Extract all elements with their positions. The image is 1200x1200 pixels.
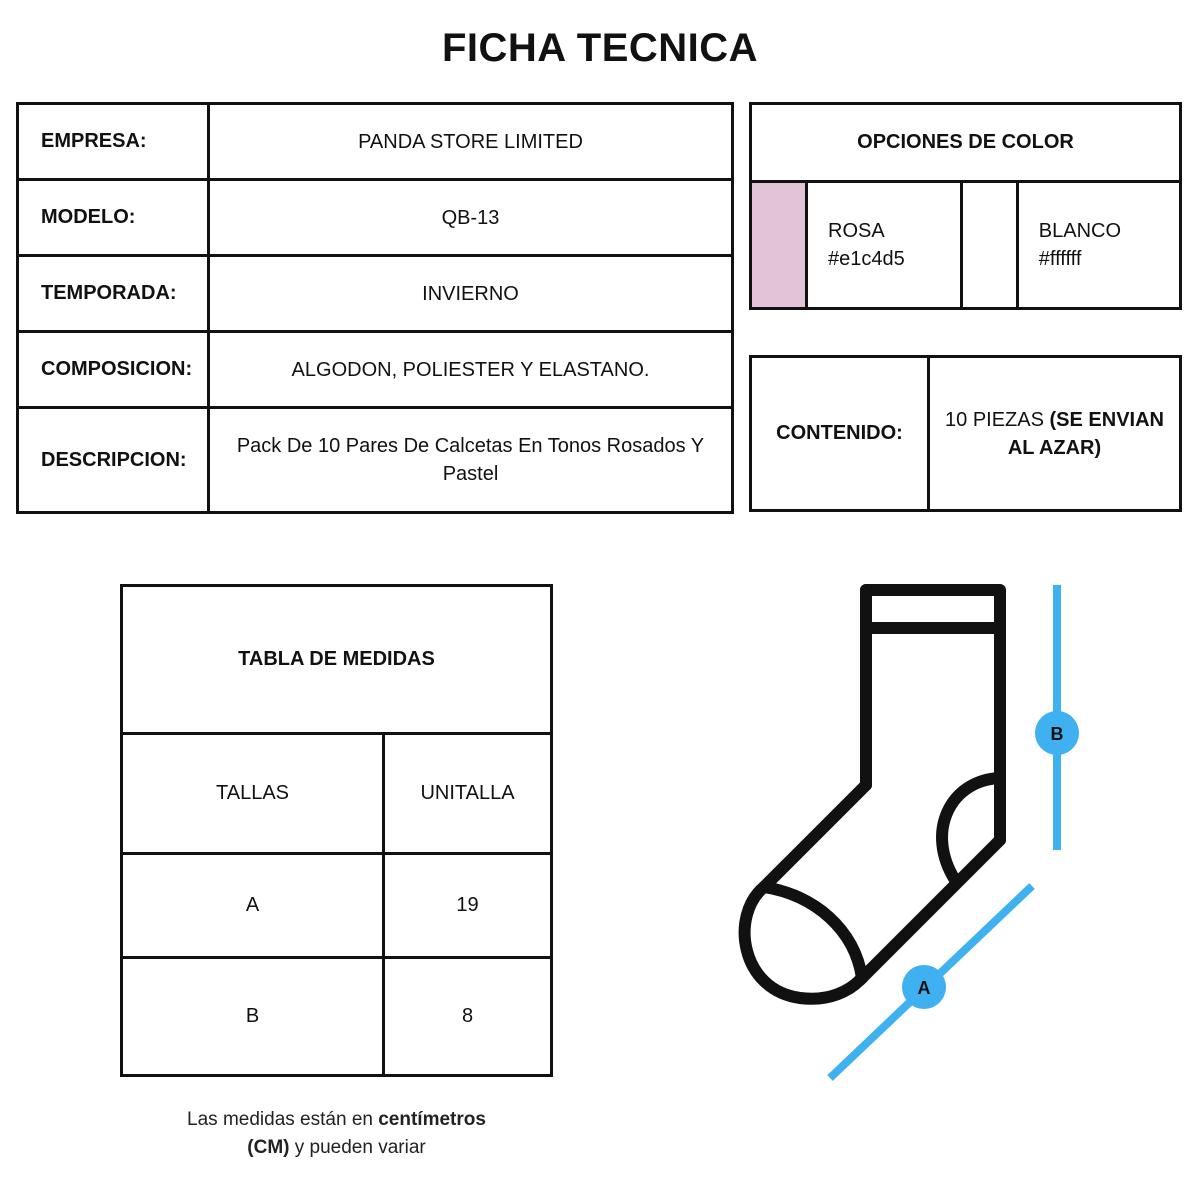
note-text-2: y pueden variar	[294, 1137, 426, 1158]
size-row-a-label: A	[120, 852, 385, 959]
size-table-header: TABLA DE MEDIDAS	[120, 584, 553, 735]
measure-a: A	[827, 883, 1035, 1081]
measure-b: B	[1035, 585, 1079, 850]
color-options-header: OPCIONES DE COLOR	[749, 102, 1182, 183]
note-bold-2: (CM)	[247, 1137, 290, 1158]
contenido-label: CONTENIDO:	[749, 355, 930, 512]
spec-table: EMPRESA: PANDA STORE LIMITED MODELO: QB-…	[16, 102, 734, 514]
color-swatch-blanco	[959, 180, 1019, 310]
size-col-unitalla: UNITALLA	[382, 732, 553, 855]
color-info-blanco: BLANCO #ffffff	[1015, 180, 1183, 310]
contenido-value: 10 PIEZAS (SE ENVIAN AL AZAR)	[927, 355, 1182, 512]
size-row-b-value: 8	[382, 956, 553, 1077]
size-col-tallas: TALLAS	[120, 732, 385, 855]
color-hex-blanco: #ffffff	[1038, 248, 1082, 270]
measure-b-label: B	[1051, 724, 1064, 744]
color-name-blanco: BLANCO	[1038, 220, 1122, 242]
sock-icon	[738, 584, 1006, 1005]
spec-row-descripcion: DESCRIPCION: Pack De 10 Pares De Calceta…	[16, 406, 734, 514]
empresa-value: PANDA STORE LIMITED	[207, 102, 734, 181]
measure-a-label: A	[918, 978, 931, 998]
color-name-rosa: ROSA	[828, 220, 885, 242]
modelo-value: QB-13	[207, 178, 734, 257]
size-row-a-value: 19	[382, 852, 553, 959]
color-hex-rosa: #e1c4d5	[828, 248, 905, 270]
contenido-value-bold: (SE ENVIAN AL AZAR)	[1007, 408, 1164, 459]
descripcion-label: DESCRIPCION:	[16, 406, 210, 514]
note-text-1: Las medidas están en	[187, 1109, 373, 1130]
measure-b-marker	[1035, 711, 1079, 755]
spec-row-modelo: MODELO: QB-13	[16, 178, 734, 257]
spec-row-composicion: COMPOSICION: ALGODON, POLIESTER Y ELASTA…	[16, 330, 734, 409]
table-row: B 8	[120, 956, 553, 1077]
measurement-note: Las medidas están en centímetros (CM) y …	[120, 1106, 553, 1162]
empresa-label: EMPRESA:	[16, 102, 210, 181]
color-swatch-rosa	[749, 180, 808, 310]
modelo-label: MODELO:	[16, 178, 210, 257]
sock-diagram: B A	[738, 584, 1079, 1081]
color-options-table: OPCIONES DE COLOR ROSA #e1c4d5 BLANCO #f…	[749, 102, 1183, 310]
spec-row-empresa: EMPRESA: PANDA STORE LIMITED	[16, 102, 734, 181]
contenido-table: CONTENIDO: 10 PIEZAS (SE ENVIAN AL AZAR)	[749, 355, 1182, 512]
measure-a-marker	[902, 965, 946, 1009]
color-info-rosa: ROSA #e1c4d5	[805, 180, 963, 310]
size-row-b-label: B	[120, 956, 385, 1077]
temporada-label: TEMPORADA:	[16, 254, 210, 333]
size-table: TABLA DE MEDIDAS TALLAS UNITALLA A 19 B …	[120, 584, 553, 1077]
spec-row-temporada: TEMPORADA: INVIERNO	[16, 254, 734, 333]
composicion-value: ALGODON, POLIESTER Y ELASTANO.	[207, 330, 734, 409]
contenido-value-plain: 10 PIEZAS	[945, 408, 1044, 431]
note-bold-1: centímetros	[378, 1109, 486, 1130]
temporada-value: INVIERNO	[207, 254, 734, 333]
composicion-label: COMPOSICION:	[16, 330, 210, 409]
page-title: FICHA TECNICA	[441, 26, 759, 70]
descripcion-value: Pack De 10 Pares De Calcetas En Tonos Ro…	[207, 406, 734, 514]
table-row: A 19	[120, 852, 553, 959]
